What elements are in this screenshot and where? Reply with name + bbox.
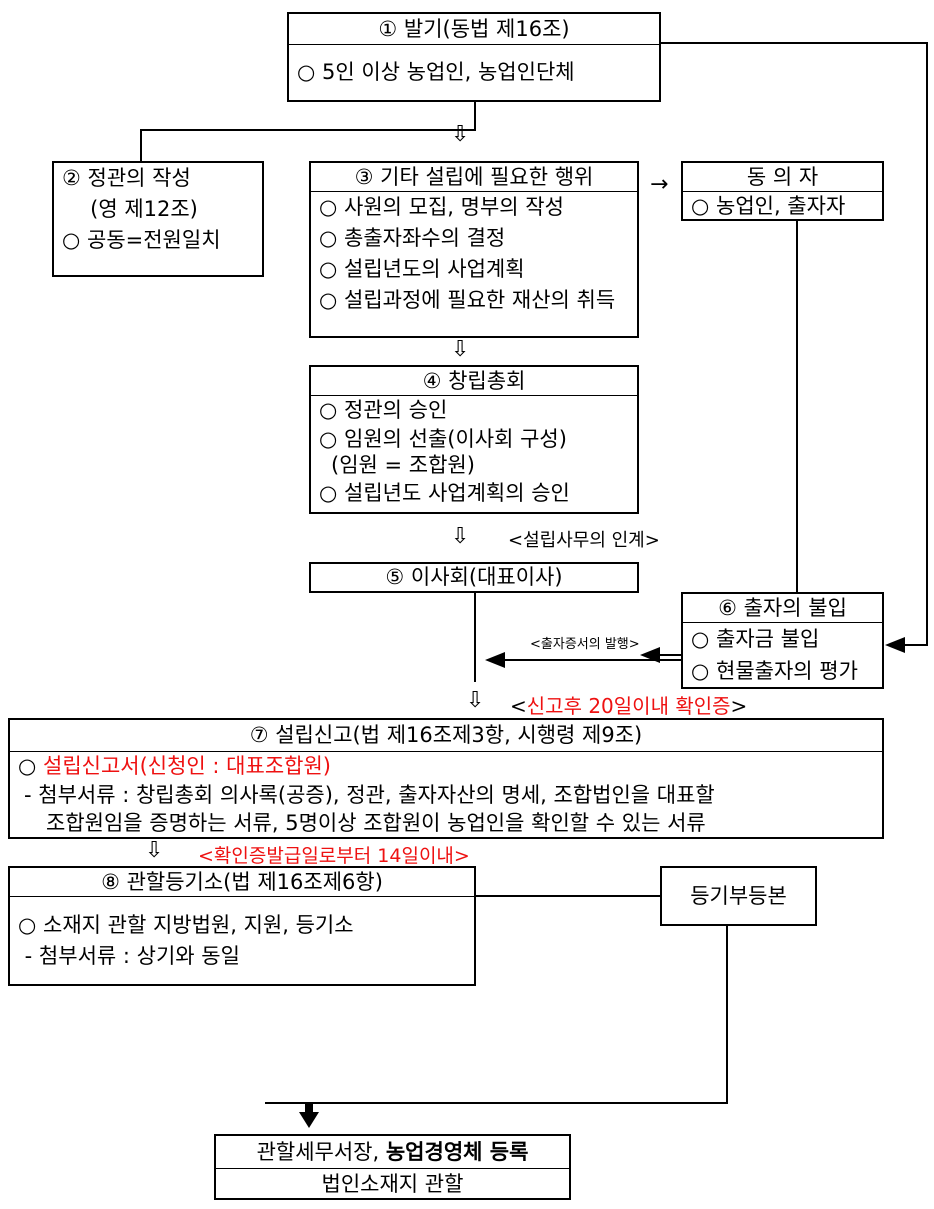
arrowhead-box5-line bbox=[485, 652, 505, 668]
step3-item: ○ 설립년도의 사업계획 bbox=[319, 257, 525, 281]
flow-arrow-icon: ⇩ bbox=[451, 524, 470, 549]
final-line2: 법인소재지 관할 bbox=[321, 1172, 464, 1196]
step6-item: ○ 현물출자의 평가 bbox=[691, 659, 858, 683]
step6-title: ⑥ 출자의 불입 bbox=[683, 594, 882, 623]
step3-item: ○ 총출자좌수의 결정 bbox=[319, 226, 506, 250]
step7-item: ○ 설립신고서(신청인 : 대표조합원) bbox=[10, 752, 882, 781]
step8-box: ⑧ 관할등기소(법 제16조제6항) ○ 소재지 관할 지방법원, 지원, 등기… bbox=[8, 866, 476, 986]
step7-attachments-cont: 조합원임을 증명하는 서류, 5명이상 조합원이 농업인을 확인할 수 있는 서… bbox=[46, 811, 706, 835]
registry-title: 등기부등본 bbox=[690, 884, 787, 908]
consenter-title: 동 의 자 bbox=[683, 163, 882, 192]
step7-box: ⑦ 설립신고(법 제16조제3항, 시행령 제9조) ○ 설립신고서(신청인 :… bbox=[8, 718, 884, 839]
step2-subtitle: (영 제12조) bbox=[90, 197, 198, 221]
final-office: 관할세무서장, bbox=[256, 1140, 386, 1164]
final-registration: 농업경영체 등록 bbox=[385, 1140, 529, 1164]
step7-application-form: 설립신고서(신청인 : 대표조합원) bbox=[43, 754, 331, 778]
connector-consenter-to-box4 bbox=[660, 220, 798, 656]
step5-title: ⑤ 이사회(대표이사) bbox=[385, 565, 563, 589]
step7-title: ⑦ 설립신고(법 제16조제3항, 시행령 제9조) bbox=[10, 720, 882, 752]
connector-box1-to-box2 bbox=[140, 101, 476, 162]
issue-label-text: 확인증발급일로부터 14일이내 bbox=[213, 845, 454, 867]
step3-box: ③ 기타 설립에 필요한 행위 ○ 사원의 모집, 명부의 작성 ○ 총출자좌수… bbox=[309, 161, 639, 338]
step4-item: ○ 정관의 승인 bbox=[319, 398, 448, 422]
flow-arrow-icon: ⇩ bbox=[451, 337, 470, 362]
issue-label-open: < bbox=[198, 845, 214, 867]
flow-arrow-icon: ⇩ bbox=[466, 688, 485, 713]
registry-box: 등기부등본 bbox=[660, 866, 817, 926]
confirm-label-open: < bbox=[510, 694, 527, 718]
step8-title: ⑧ 관할등기소(법 제16조제6항) bbox=[10, 868, 474, 897]
step6-box: ⑥ 출자의 불입 ○ 출자금 불입 ○ 현물출자의 평가 bbox=[681, 592, 884, 689]
step3-title: ③ 기타 설립에 필요한 행위 bbox=[311, 163, 637, 192]
issue-label: <확인증발급일로부터 14일이내> bbox=[198, 841, 470, 868]
step2-title: ② 정관의 작성 bbox=[62, 166, 191, 190]
connector-box1-to-box6 bbox=[660, 42, 928, 646]
step7-attachments: - 첨부서류 : 창립총회 의사록(공증), 정관, 출자자산의 명세, 조합법… bbox=[24, 783, 715, 807]
step5-box: ⑤ 이사회(대표이사) bbox=[309, 562, 639, 593]
final-line1: 관할세무서장, 농업경영체 등록 bbox=[216, 1136, 569, 1169]
step8-item: ○ 소재지 관할 지방법원, 지원, 등기소 bbox=[18, 913, 354, 937]
step6-item: ○ 출자금 불입 bbox=[691, 627, 820, 651]
step4-title: ④ 창립총회 bbox=[311, 367, 637, 396]
step1-title: ① 발기(동법 제16조) bbox=[289, 14, 659, 45]
step8-item: - 첨부서류 : 상기와 동일 bbox=[18, 944, 240, 968]
confirm-label-text: 신고후 20일이내 확인증 bbox=[526, 694, 731, 718]
step4-item: (임원 = 조합원) bbox=[331, 453, 475, 477]
certificate-label: <출자증서의 발행> bbox=[530, 637, 640, 652]
confirm-label-close: > bbox=[730, 694, 748, 718]
step7-item-prefix: ○ bbox=[18, 754, 43, 778]
step3-item: ○ 설립과정에 필요한 재산의 취득 bbox=[319, 288, 616, 312]
step4-box: ④ 창립총회 ○ 정관의 승인 ○ 임원의 선출(이사회 구성) (임원 = 조… bbox=[309, 365, 639, 514]
arrowhead-final bbox=[299, 1112, 319, 1128]
step2-item: ○ 공동=전원일치 bbox=[62, 228, 221, 252]
right-arrow-icon: → bbox=[650, 172, 669, 197]
step2-box: ② 정관의 작성 (영 제12조) ○ 공동=전원일치 bbox=[52, 161, 264, 277]
step1-box: ① 발기(동법 제16조) ○ 5인 이상 농업인, 농업인단체 bbox=[287, 12, 661, 102]
consenter-box: 동 의 자 ○ 농업인, 출자자 bbox=[681, 161, 884, 221]
step1-item: ○ 5인 이상 농업인, 농업인단체 bbox=[297, 60, 575, 84]
step4-item: ○ 설립년도 사업계획의 승인 bbox=[319, 481, 570, 505]
issue-label-close: > bbox=[453, 845, 470, 867]
flow-arrow-icon: ⇩ bbox=[451, 122, 470, 147]
arrowhead-box6 bbox=[885, 637, 905, 653]
handover-label: <설립사무의 인계> bbox=[508, 530, 660, 551]
flow-arrow-icon: ⇩ bbox=[145, 838, 164, 863]
connector-registry-to-final bbox=[265, 925, 728, 1104]
consenter-item: ○ 농업인, 출자자 bbox=[691, 194, 846, 218]
confirm-label: <신고후 20일이내 확인증> bbox=[510, 690, 747, 719]
step4-item: ○ 임원의 선출(이사회 구성) bbox=[319, 427, 567, 451]
step3-item: ○ 사원의 모집, 명부의 작성 bbox=[319, 195, 564, 219]
final-box: 관할세무서장, 농업경영체 등록 법인소재지 관할 bbox=[214, 1134, 571, 1200]
